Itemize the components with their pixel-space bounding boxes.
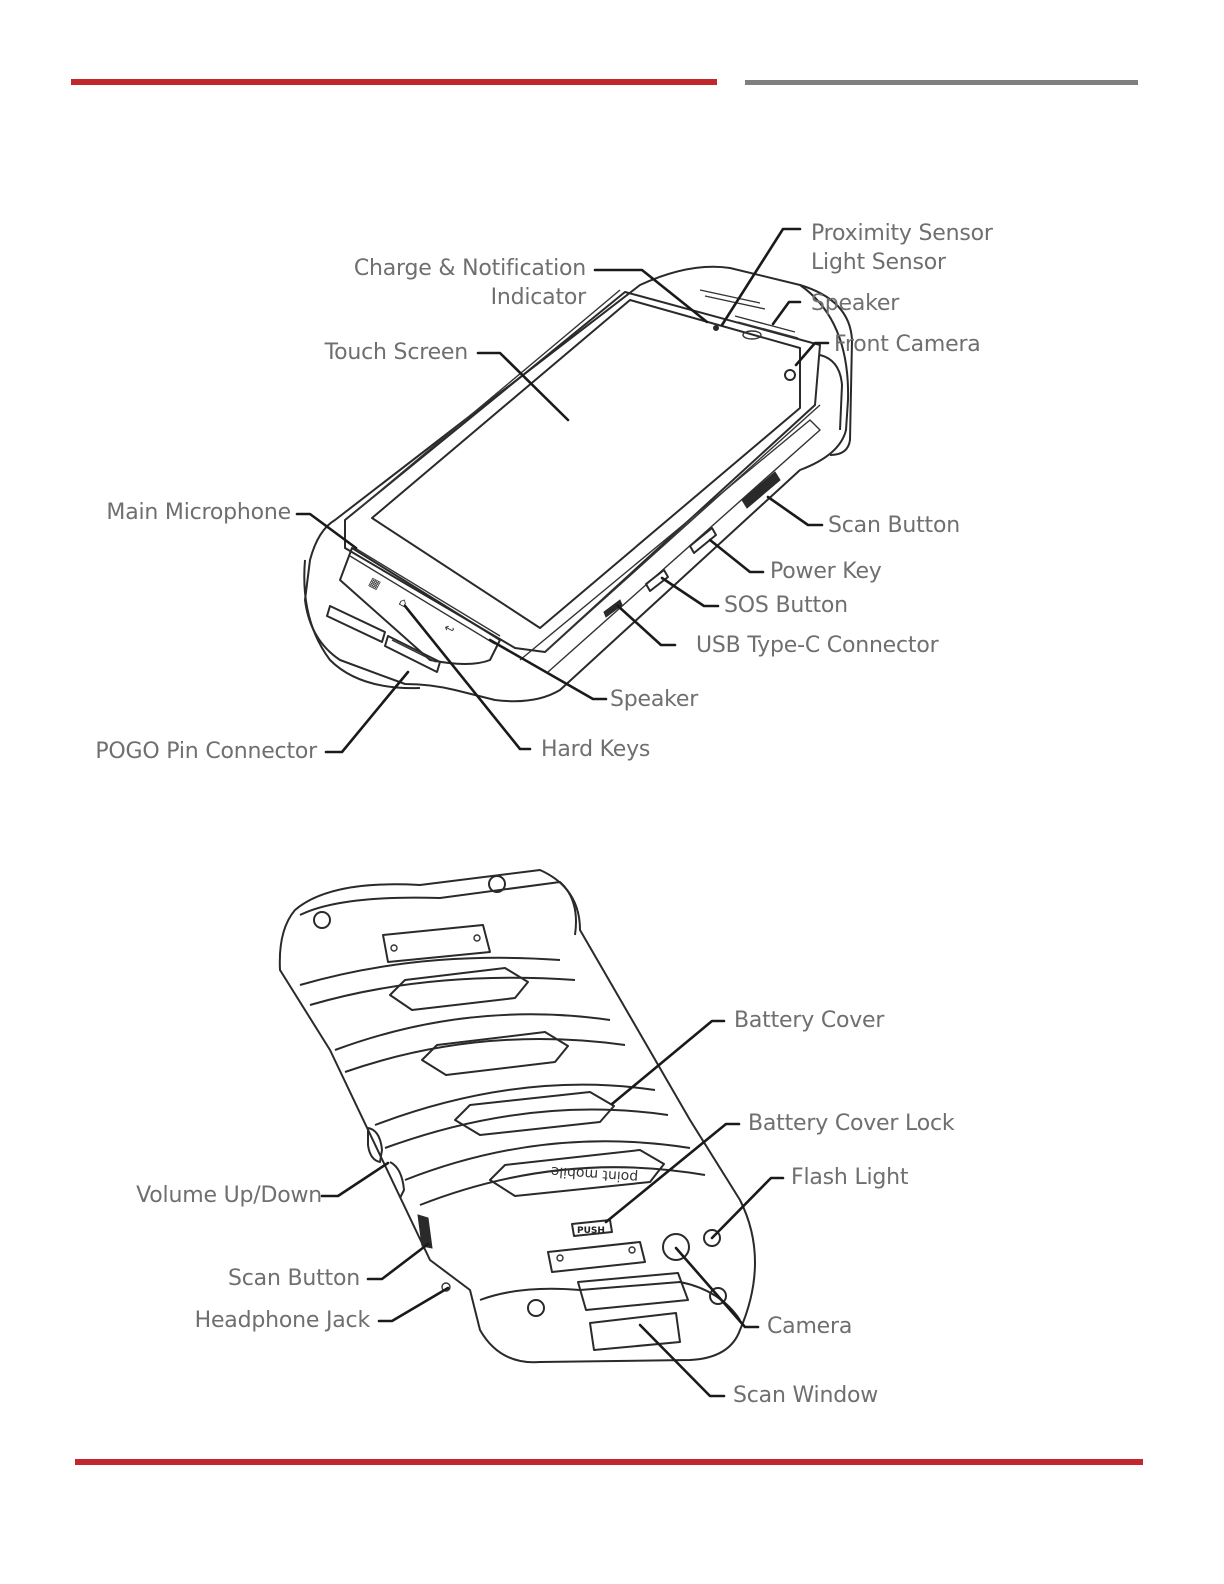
label-battery-cover: Battery Cover: [734, 1008, 885, 1033]
back-leader-lines: [320, 1019, 785, 1398]
label-speaker-top: Speaker: [811, 291, 900, 316]
svg-text:PUSH: PUSH: [577, 1226, 605, 1236]
label-scan-button-back: Scan Button: [228, 1266, 360, 1291]
front-leader-lines: [295, 227, 830, 754]
svg-text:↩: ↩: [442, 620, 457, 637]
label-charge-notification: Charge & Notification: [353, 256, 586, 281]
label-charge-notification-indicator: Indicator: [490, 285, 587, 310]
label-usb-connector: USB Type-C Connector: [696, 633, 939, 658]
label-volume: Volume Up/Down: [136, 1183, 322, 1208]
top-red-rule: [71, 79, 717, 85]
label-pogo-pin: POGO Pin Connector: [95, 739, 317, 764]
label-camera: Camera: [767, 1314, 853, 1339]
label-hard-keys: Hard Keys: [541, 737, 651, 762]
label-headphone-jack: Headphone Jack: [194, 1308, 371, 1333]
top-gray-rule: [745, 80, 1138, 85]
label-scan-window: Scan Window: [733, 1383, 879, 1408]
label-touch-screen: Touch Screen: [324, 340, 469, 365]
label-proximity-sensor: Proximity Sensor: [811, 221, 993, 246]
label-scan-button-front: Scan Button: [828, 513, 960, 538]
label-flash-light: Flash Light: [791, 1165, 909, 1190]
label-sos-button: SOS Button: [724, 593, 848, 618]
label-battery-cover-lock: Battery Cover Lock: [748, 1111, 955, 1136]
svg-text:▦: ▦: [367, 574, 384, 592]
label-speaker-bottom: Speaker: [610, 687, 699, 712]
front-device-illustration: ▦ ⌂ ↩: [303, 265, 853, 703]
label-main-microphone: Main Microphone: [106, 500, 291, 525]
label-light-sensor: Light Sensor: [811, 250, 946, 275]
svg-text:point mobile: point mobile: [550, 1163, 639, 1185]
back-device-illustration: point mobile PUSH: [278, 869, 756, 1364]
label-power-key: Power Key: [770, 559, 882, 584]
bottom-red-rule: [75, 1459, 1143, 1465]
label-front-camera: Front Camera: [834, 332, 981, 357]
